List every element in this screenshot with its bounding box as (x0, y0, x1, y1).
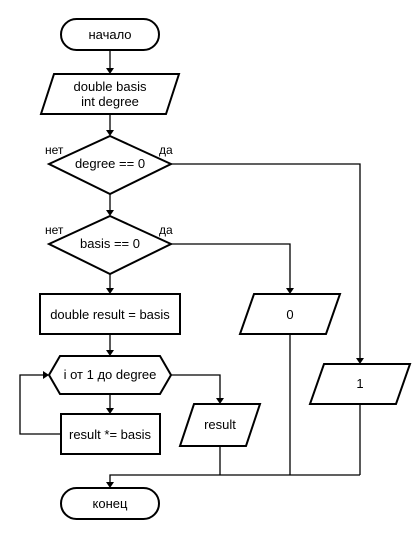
connectors (19, 50, 364, 488)
output-result-label: result (204, 417, 236, 432)
multiply-node: result *= basis (60, 413, 161, 455)
edge-merge-to-end (109, 474, 360, 486)
edge-degree-yes (171, 163, 361, 362)
arrowhead (106, 210, 114, 216)
arrowhead (356, 358, 364, 364)
output-one-label: 1 (356, 376, 363, 391)
arrowhead (216, 398, 224, 404)
declaration-line-2: int degree (81, 94, 139, 109)
edge-loop-exit (171, 374, 221, 402)
decision-basis-yes-label: да (159, 223, 173, 237)
edge-multiply-back-to-loop (19, 374, 61, 435)
decision-basis-condition: basis == 0 (80, 236, 140, 251)
decision-degree-yes-label: да (159, 143, 173, 157)
declaration-node: double basis int degree (39, 73, 181, 115)
arrowhead (106, 130, 114, 136)
arrowhead (43, 371, 49, 379)
arrowhead (106, 482, 114, 488)
output-result-node: result (178, 403, 262, 447)
arrowhead (286, 288, 294, 294)
decision-degree-node: degree == 0 нет да (45, 134, 174, 196)
output-zero-node: 0 (238, 293, 342, 335)
edge-basis-yes (171, 243, 291, 292)
end-node: конец (60, 487, 160, 520)
arrowhead (106, 288, 114, 294)
init-result-node: double result = basis (39, 293, 181, 335)
decision-basis-no-label: нет (45, 223, 64, 237)
end-label: конец (93, 496, 128, 511)
multiply-label: result *= basis (69, 427, 152, 442)
init-result-label: double result = basis (50, 307, 170, 322)
loop-label: i от 1 до degree (64, 367, 157, 382)
start-node: начало (60, 18, 160, 51)
output-one-node: 1 (308, 363, 412, 405)
arrowhead (106, 68, 114, 74)
start-label: начало (88, 27, 131, 42)
output-zero-label: 0 (286, 307, 293, 322)
decision-degree-no-label: нет (45, 143, 64, 157)
declaration-line-1: double basis (74, 79, 147, 94)
arrowhead (106, 408, 114, 414)
loop-node: i от 1 до degree (47, 355, 173, 395)
decision-degree-condition: degree == 0 (75, 156, 145, 171)
arrowhead (106, 350, 114, 356)
decision-basis-node: basis == 0 нет да (45, 214, 174, 276)
